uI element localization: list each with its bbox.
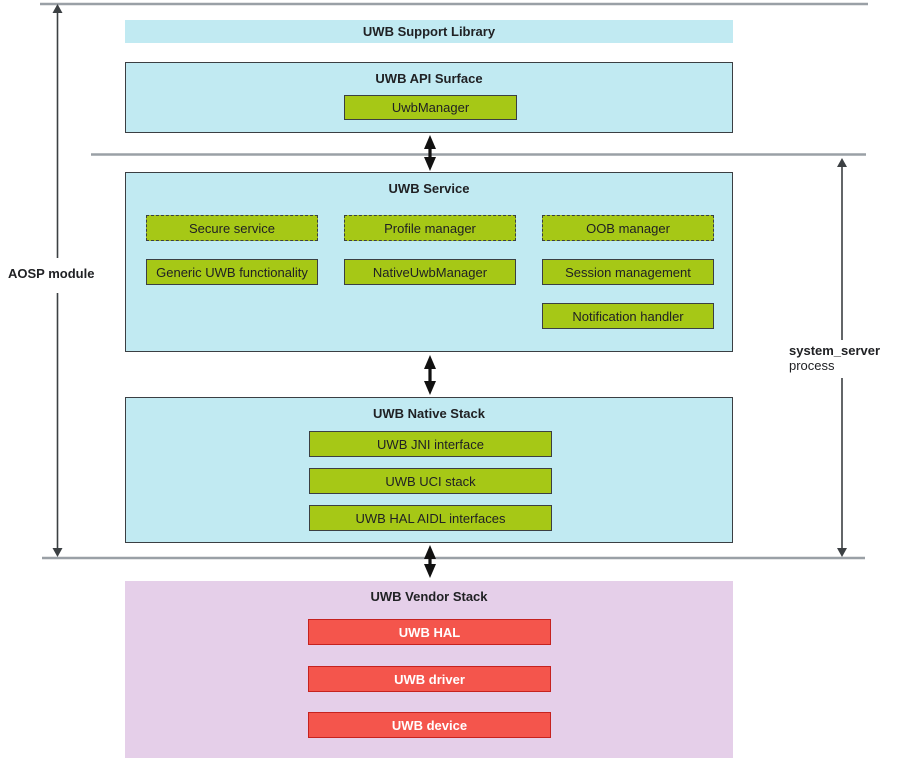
uwb-service-title: UWB Service [388,181,470,196]
uwb-driver-chip: UWB driver [308,666,551,692]
uwb-support-library-bar: UWB Support Library [125,20,733,43]
aosp-module-label: AOSP module [8,266,95,281]
uwb-api-surface-box: UWB API Surface UwbManager [125,62,733,133]
uwb-support-library-title: UWB Support Library [362,24,496,39]
system-server-label: system_server [789,343,881,358]
oob-manager-chip: OOB manager [542,215,714,241]
uwbmanager-chip: UwbManager [344,95,517,120]
nativeuwbmanager-chip: NativeUwbManager [344,259,516,285]
secure-service-chip: Secure service [146,215,318,241]
session-management-chip: Session management [542,259,714,285]
uwb-native-stack-title: UWB Native Stack [373,406,485,421]
uwb-api-surface-title: UWB API Surface [375,71,483,86]
uwb-device-chip: UWB device [308,712,551,738]
profile-manager-chip: Profile manager [344,215,516,241]
uwb-vendor-stack-title: UWB Vendor Stack [370,589,488,604]
uwb-jni-interface-chip: UWB JNI interface [309,431,552,457]
process-label: process [789,358,835,373]
uwb-hal-chip: UWB HAL [308,619,551,645]
system-server-process-label: system_server process [789,343,894,373]
generic-uwb-functionality-chip: Generic UWB functionality [146,259,318,285]
uwb-native-stack-box: UWB Native Stack UWB JNI interface UWB U… [125,397,733,543]
uwb-uci-stack-chip: UWB UCI stack [309,468,552,494]
native-vendor-arrow [424,545,436,578]
uwb-vendor-stack-box: UWB Vendor Stack UWB HAL UWB driver UWB … [125,581,733,758]
system-server-span-arrow [837,158,847,557]
notification-handler-chip: Notification handler [542,303,714,329]
service-native-arrow [424,355,436,395]
api-service-arrow [424,135,436,171]
aosp-module-span-arrow [52,4,63,557]
uwb-hal-aidl-interfaces-chip: UWB HAL AIDL interfaces [309,505,552,531]
uwb-service-box: UWB Service Secure service Profile manag… [125,172,733,352]
